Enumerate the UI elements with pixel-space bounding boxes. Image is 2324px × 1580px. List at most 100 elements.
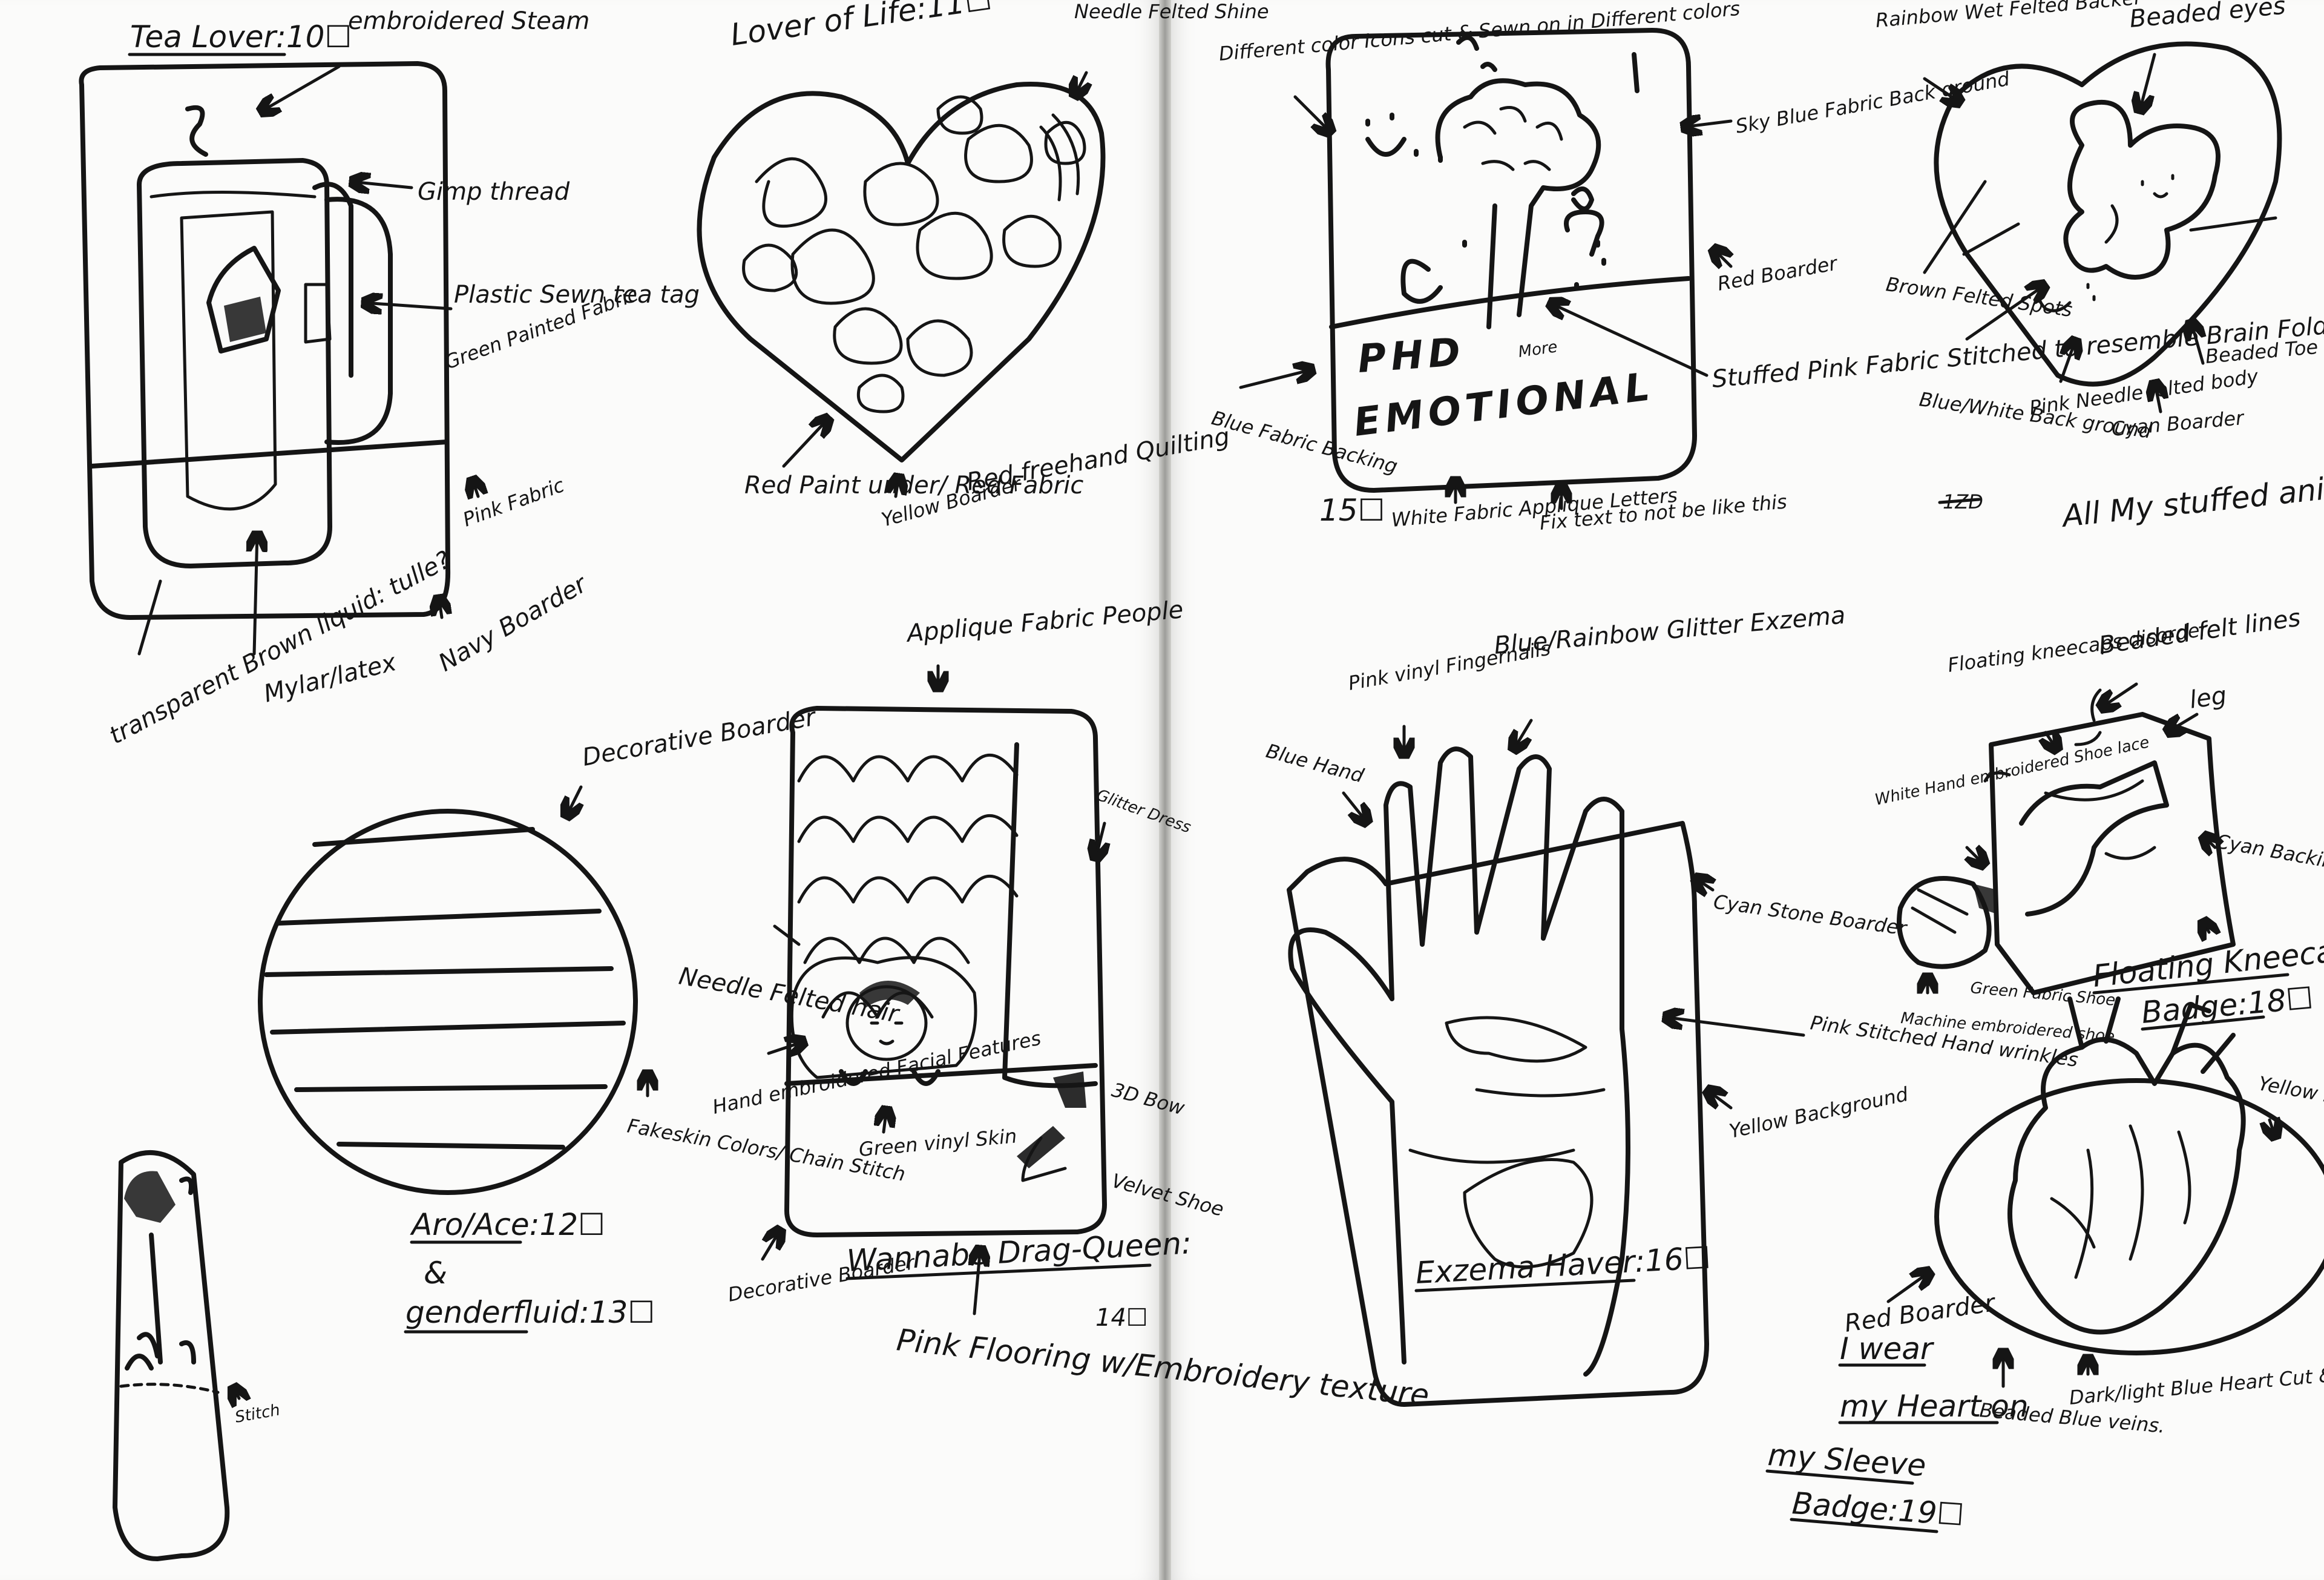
arrow-shine	[1074, 73, 1086, 97]
stuffed-animals-title: All My stuffed animals have names Badge:…	[2059, 424, 2324, 534]
note-rainbow-wet-felted: Rainbow Wet Felted Backer	[1874, 0, 2144, 32]
heart-sleeve-title-2: my Heart on	[1840, 1389, 2029, 1424]
arrow-icons	[1295, 97, 1331, 133]
note-beaded-felt-lines: Beaded felt lines	[2097, 604, 2302, 660]
note-red-border: Red Boarder	[1716, 251, 1840, 295]
stuffed-brain	[1438, 81, 1599, 327]
exzema-haver-sketch: Pink vinyl Fingernails Blue/Rainbow Glit…	[1264, 601, 2079, 1404]
arrow-disorder	[2046, 732, 2058, 751]
note-decorative-border: Decorative Boarder	[580, 703, 819, 771]
arrow-glitter-exzema	[1513, 720, 1531, 751]
circle-stripes	[266, 829, 623, 1147]
note-3d-bow: 3D Bow	[1109, 1078, 1187, 1120]
note-cyan-border: Cyan Boarder	[2110, 406, 2245, 441]
arrow-red-border-heart	[1888, 1271, 1931, 1302]
note-blue-hand: Blue Hand	[1264, 739, 1367, 788]
queen-features	[872, 1023, 902, 1044]
arrow-cyan-border	[2155, 381, 2161, 412]
tea-tag	[306, 285, 330, 342]
mug-inner	[182, 212, 275, 509]
note-beaded-eyes: Beaded eyes	[2129, 0, 2286, 33]
hand-wrinkles	[1410, 1018, 1604, 1162]
floating-kneecaps-sketch: Floating kneecaps disorder Beaded felt l…	[1873, 604, 2324, 1046]
glitter-exzema-patch	[1465, 1160, 1592, 1267]
floor-line	[787, 1065, 1095, 1084]
phd-number: 15☐	[1319, 493, 1385, 528]
beaded-felt-lines	[2046, 781, 2155, 858]
arrow-cyan-backing-2	[2203, 920, 2209, 932]
sketchbook-spine	[1159, 0, 1171, 1580]
arrow-navy	[439, 596, 442, 617]
note-dark-light-blue-heart: Dark/light Blue Heart Cut & Stitched	[2068, 1355, 2324, 1409]
note-pink-flooring: Pink Flooring w/Embroidery texture	[895, 1322, 1431, 1413]
arrow-yellow-felted	[2270, 1120, 2276, 1138]
note-needle-felted-shine: Needle Felted Shine	[1074, 0, 1269, 23]
circle-badge-outline	[260, 811, 635, 1193]
mug-rim	[151, 193, 315, 197]
heart-quilting-loops	[744, 97, 1085, 412]
heart-divider-lines	[1964, 218, 2276, 254]
blue-hand	[1290, 749, 1628, 1374]
genderfluid-title: genderfluid:13☐	[405, 1295, 655, 1330]
beaded-blue-veins	[2052, 1126, 2190, 1277]
arrow-pink	[472, 478, 478, 496]
note-leg: leg	[2188, 682, 2228, 714]
phd-brain-divider	[1331, 278, 1689, 327]
anatomical-heart	[2010, 1039, 2244, 1332]
kneecaps-underline	[2094, 975, 2288, 993]
arrow-decor	[763, 1229, 781, 1259]
aro-ace-ampersand: &	[424, 1256, 447, 1291]
tea-lover-sketch: Tea Lover:10☐ embroidered Steam Gimp thr…	[81, 7, 700, 750]
velvet-shoe-heel	[1023, 1138, 1065, 1180]
aro-ace-title: Aro/Ace:12☐	[410, 1207, 605, 1242]
arrow-gimp	[351, 182, 412, 188]
aro-ace-sketch: Decorative Boarder Aro/Ace:12☐ & genderf…	[260, 703, 819, 1332]
shoe-lace-fill	[1973, 884, 1997, 914]
arrow-toe-beans	[2191, 321, 2203, 363]
arrow-cyan-stone	[1695, 878, 1713, 890]
drag-queen-number: 14☐	[1095, 1304, 1148, 1332]
floating-leg	[2021, 763, 2167, 914]
arrow-yellow	[896, 475, 899, 496]
note-cyan-backing: Cyan Backing	[2214, 829, 2324, 875]
note-plastic-tag: Plastic Sewn tea tag	[454, 281, 700, 309]
note-cyan-stone-border: Cyan Stone Boarder	[1712, 890, 1909, 940]
phd-letters: PHD	[1356, 330, 1466, 382]
note-transparent-liquid: transparent Brown liquid: tulle?	[105, 546, 455, 750]
heart-sleeve-title-1: I wear	[1840, 1331, 1935, 1366]
arrow-blue-backing	[1241, 369, 1313, 387]
arrow-blue-hand	[1344, 793, 1368, 823]
mug-handle	[327, 199, 390, 443]
steam-swirl	[188, 108, 206, 154]
note-red-border-heart: Red Boarder	[1843, 1289, 1998, 1338]
tea-mug-body	[139, 160, 330, 566]
queen-hands	[841, 1071, 938, 1084]
heart-badge-underline	[1791, 1519, 1937, 1532]
bottle-head	[124, 1171, 176, 1223]
tea-tag-string	[315, 184, 351, 375]
note-glitter-exzema: Blue/Rainbow Glitter Exzema	[1493, 601, 1846, 660]
arrow-vinyl	[884, 1108, 887, 1132]
phd-emotional-sketch: PHD More EMOTIONAL 15☐ Different color I…	[1209, 0, 2324, 535]
arrow-glitter	[1095, 823, 1105, 860]
arrow-hair	[769, 926, 805, 1053]
arrow-brain	[1549, 303, 1707, 375]
tea-bag-fill	[224, 297, 266, 342]
bottle-stitch-line	[121, 1384, 218, 1392]
arrow-yellow-bg	[1707, 1090, 1731, 1108]
animal-features	[2040, 176, 2173, 311]
arrow-shoe-lace	[1967, 848, 1985, 866]
brain-folds	[1465, 108, 1561, 170]
note-glitter-dress: Glitter Dress	[1094, 786, 1193, 837]
bottle-sketch: Stitch	[115, 1153, 281, 1559]
lover-of-life-title: Lover of Life:11☐	[729, 0, 994, 53]
tea-bag	[209, 248, 278, 351]
heart-title-underline-3	[1767, 1471, 1912, 1483]
heart-vessels	[2070, 999, 2233, 1071]
note-stitch: Stitch	[234, 1401, 281, 1427]
kneecaps-badge-number: Badge:18☐	[2140, 980, 2314, 1030]
needle-felted-shine	[1041, 115, 1078, 200]
arrow-red-paint	[784, 418, 829, 466]
arrow-rainbow	[1925, 79, 1961, 103]
